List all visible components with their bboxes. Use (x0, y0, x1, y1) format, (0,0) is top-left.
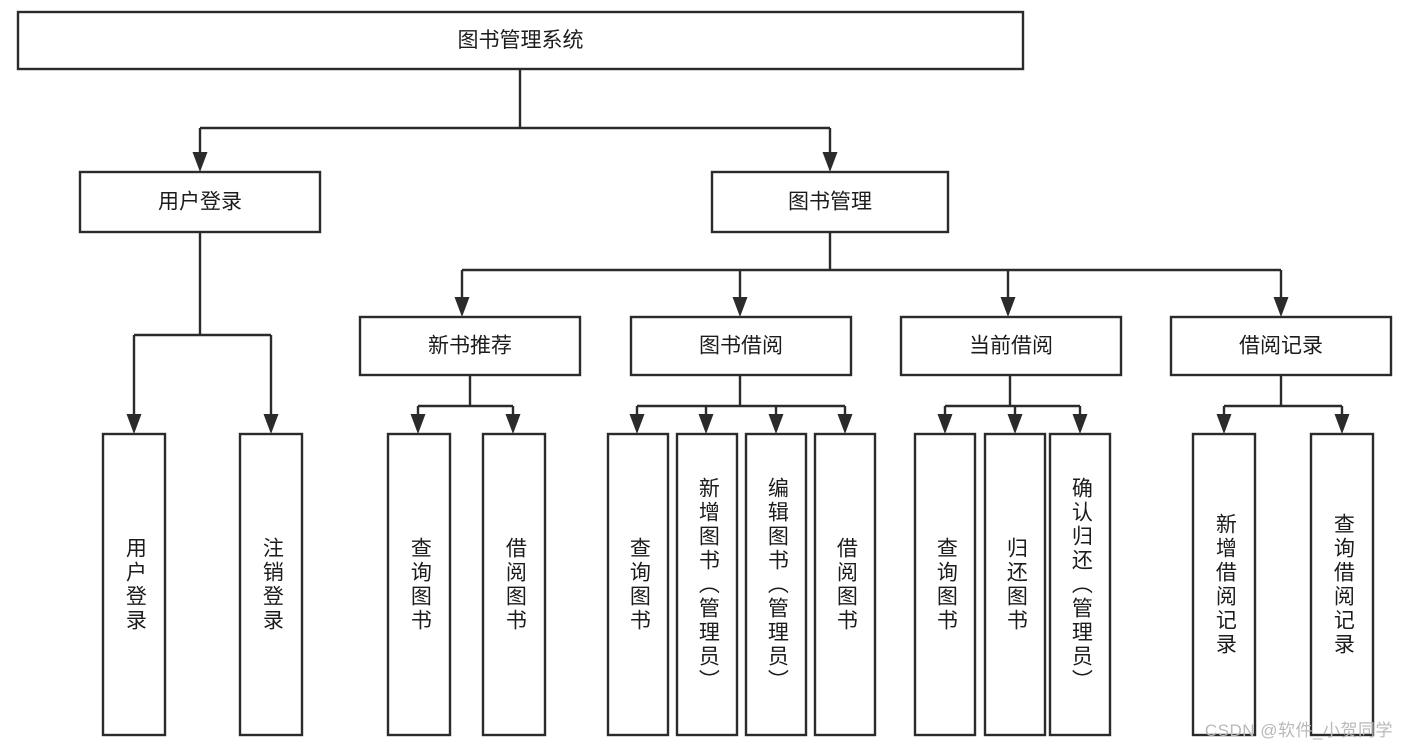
root-drop-0-arrow-icon (192, 152, 208, 172)
node-label-book-borrow: 图书借阅 (699, 335, 783, 358)
node-box-leaf-query-book-3[interactable] (913, 432, 977, 737)
node-book-management[interactable]: 图书管理 (710, 170, 950, 234)
node-box-user-login[interactable] (78, 170, 322, 234)
node-box-leaf-borrow-book-1[interactable] (481, 432, 547, 737)
group-new-book-drop-1-arrow-icon (505, 414, 521, 434)
group-book-borrow-drop-0-arrow-icon (629, 414, 645, 434)
node-leaf-return-book[interactable] (983, 432, 1047, 737)
node-leaf-borrow-book-2[interactable] (813, 432, 877, 737)
node-new-book-recommend[interactable]: 新书推荐 (358, 315, 582, 377)
node-box-leaf-query-book-2[interactable] (606, 432, 670, 737)
user-login-drop-1-arrow-icon (263, 414, 279, 434)
book-mgmt-drop-0-arrow-icon (454, 297, 470, 317)
user-login-drop-0-arrow-icon (126, 414, 142, 434)
group-current-borrow-drop-1-arrow-icon (1007, 414, 1023, 434)
node-box-leaf-edit-book[interactable] (744, 432, 808, 737)
node-borrow-record[interactable]: 借阅记录 (1169, 315, 1393, 377)
node-root[interactable]: 图书管理系统 (16, 10, 1025, 71)
node-box-current-borrow[interactable] (899, 315, 1123, 377)
node-label-user-login: 用户登录 (158, 191, 242, 214)
node-label-borrow-record: 借阅记录 (1239, 335, 1323, 358)
group-current-borrow-drop-0-arrow-icon (937, 414, 953, 434)
group-borrow-record-drop-0-arrow-icon (1216, 414, 1232, 434)
node-label-book-management: 图书管理 (788, 191, 872, 214)
node-leaf-add-book[interactable] (675, 432, 739, 737)
root-drop-1-arrow-icon (822, 152, 838, 172)
node-box-leaf-add-book[interactable] (675, 432, 739, 737)
node-box-root[interactable] (16, 10, 1025, 71)
node-leaf-query-book-1[interactable] (386, 432, 452, 737)
node-leaf-logout[interactable] (238, 432, 304, 737)
node-book-borrow[interactable]: 图书借阅 (629, 315, 853, 377)
book-mgmt-drop-1-arrow-icon (732, 297, 748, 317)
node-box-book-borrow[interactable] (629, 315, 853, 377)
group-book-borrow-drop-1-arrow-icon (698, 414, 714, 434)
node-box-leaf-borrow-book-2[interactable] (813, 432, 877, 737)
node-user-login[interactable]: 用户登录 (78, 170, 322, 234)
group-new-book-drop-0-arrow-icon (410, 414, 426, 434)
node-leaf-query-record[interactable] (1309, 432, 1375, 737)
node-leaf-add-record[interactable] (1191, 432, 1257, 737)
node-leaf-query-book-2[interactable] (606, 432, 670, 737)
node-box-leaf-logout[interactable] (238, 432, 304, 737)
node-box-leaf-query-record[interactable] (1309, 432, 1375, 737)
node-leaf-user-login[interactable] (101, 432, 167, 737)
watermark-text: CSDN @软件_小贺同学 (1204, 721, 1393, 740)
node-label-root: 图书管理系统 (458, 29, 584, 52)
node-box-book-management[interactable] (710, 170, 950, 234)
node-box-leaf-add-record[interactable] (1191, 432, 1257, 737)
node-box-new-book-recommend[interactable] (358, 315, 582, 377)
node-leaf-confirm-return[interactable] (1048, 432, 1112, 737)
group-book-borrow-drop-3-arrow-icon (837, 414, 853, 434)
book-mgmt-drop-3-arrow-icon (1273, 297, 1289, 317)
node-box-leaf-user-login[interactable] (101, 432, 167, 737)
node-label-current-borrow: 当前借阅 (969, 335, 1053, 358)
node-leaf-edit-book[interactable] (744, 432, 808, 737)
node-leaf-borrow-book-1[interactable] (481, 432, 547, 737)
group-book-borrow-drop-2-arrow-icon (768, 414, 784, 434)
node-leaf-query-book-3[interactable] (913, 432, 977, 737)
group-current-borrow-drop-2-arrow-icon (1072, 414, 1088, 434)
node-box-leaf-return-book[interactable] (983, 432, 1047, 737)
node-box-borrow-record[interactable] (1169, 315, 1393, 377)
node-label-new-book-recommend: 新书推荐 (428, 335, 512, 358)
node-box-leaf-query-book-1[interactable] (386, 432, 452, 737)
node-box-leaf-confirm-return[interactable] (1048, 432, 1112, 737)
group-borrow-record-drop-1-arrow-icon (1334, 414, 1350, 434)
connectors-layer (126, 69, 1350, 434)
node-current-borrow[interactable]: 当前借阅 (899, 315, 1123, 377)
book-mgmt-drop-2-arrow-icon (1000, 297, 1016, 317)
